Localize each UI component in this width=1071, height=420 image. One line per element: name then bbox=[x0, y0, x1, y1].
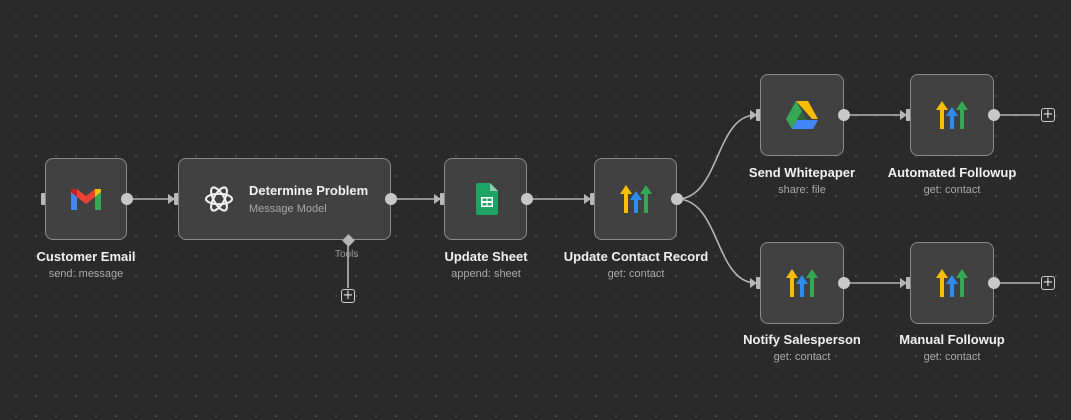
google-drive-icon bbox=[786, 101, 818, 129]
add-node-button[interactable]: + bbox=[1041, 107, 1055, 122]
node-subtitle: get: contact bbox=[607, 268, 665, 280]
node-manual-followup[interactable] bbox=[910, 242, 994, 324]
openai-icon bbox=[204, 186, 234, 212]
input-handle[interactable] bbox=[41, 193, 46, 205]
edge-contact-to-whitepaper bbox=[676, 114, 757, 200]
input-handle[interactable] bbox=[440, 193, 445, 205]
node-customer-email[interactable] bbox=[45, 158, 127, 240]
node-notify-salesperson[interactable] bbox=[760, 242, 844, 324]
output-handle[interactable] bbox=[838, 277, 850, 289]
node-subtitle: append: sheet bbox=[451, 268, 521, 280]
tools-label: Tools bbox=[335, 249, 359, 260]
node-title: Update Contact Record bbox=[563, 249, 709, 264]
input-handle[interactable] bbox=[756, 277, 761, 289]
node-automated-followup[interactable] bbox=[910, 74, 994, 156]
node-determine-problem[interactable]: Determine Problem Message Model bbox=[178, 158, 391, 240]
arrowhead-salesperson bbox=[750, 278, 757, 288]
node-label-notify-salesperson: Notify Salesperson get: contact bbox=[712, 332, 892, 363]
output-handle[interactable] bbox=[988, 109, 1000, 121]
node-title: Manual Followup bbox=[899, 332, 1005, 347]
highlevel-icon bbox=[786, 269, 818, 297]
arrowhead-whitepaper bbox=[750, 110, 757, 120]
add-node-button[interactable]: + bbox=[1041, 275, 1055, 290]
node-title: Customer Email bbox=[36, 249, 136, 264]
output-handle[interactable] bbox=[121, 193, 133, 205]
node-label-update-sheet: Update Sheet append: sheet bbox=[396, 249, 576, 280]
node-title: Determine Problem bbox=[249, 183, 369, 198]
output-handle[interactable] bbox=[988, 277, 1000, 289]
edge-contact-to-salesperson bbox=[676, 198, 757, 284]
node-subtitle: send: message bbox=[48, 268, 124, 280]
gmail-icon bbox=[71, 189, 101, 210]
input-handle[interactable] bbox=[174, 193, 179, 205]
node-label-manual-followup: Manual Followup get: contact bbox=[862, 332, 1042, 363]
node-update-sheet[interactable] bbox=[444, 158, 527, 240]
node-subtitle: get: contact bbox=[773, 351, 831, 363]
arrowhead-manual bbox=[900, 278, 907, 288]
input-handle[interactable] bbox=[590, 193, 595, 205]
input-handle[interactable] bbox=[756, 109, 761, 121]
output-handle[interactable] bbox=[838, 109, 850, 121]
node-label-update-contact-record: Update Contact Record get: contact bbox=[546, 249, 726, 280]
arrowhead-problem bbox=[168, 194, 175, 204]
node-subtitle: share: file bbox=[778, 184, 826, 196]
node-label-customer-email: Customer Email send: message bbox=[0, 249, 176, 280]
node-send-whitepaper[interactable] bbox=[760, 74, 844, 156]
input-handle[interactable] bbox=[906, 109, 911, 121]
output-handle[interactable] bbox=[385, 193, 397, 205]
highlevel-icon bbox=[936, 269, 968, 297]
arrowhead-contact bbox=[584, 194, 591, 204]
arrowhead-automated bbox=[900, 110, 907, 120]
output-handle[interactable] bbox=[521, 193, 533, 205]
input-handle[interactable] bbox=[906, 277, 911, 289]
node-subtitle: get: contact bbox=[923, 351, 981, 363]
highlevel-icon bbox=[619, 185, 652, 213]
add-tool-button[interactable]: + bbox=[341, 288, 355, 303]
node-subtitle: Message Model bbox=[249, 203, 327, 215]
output-handle[interactable] bbox=[671, 193, 683, 205]
node-title: Update Sheet bbox=[444, 249, 528, 264]
arrowhead-sheet bbox=[434, 194, 441, 204]
highlevel-icon bbox=[936, 101, 968, 129]
node-subtitle: get: contact bbox=[923, 184, 981, 196]
node-title: Notify Salesperson bbox=[743, 332, 861, 347]
node-label-send-whitepaper: Send Whitepaper share: file bbox=[712, 165, 892, 196]
node-title: Send Whitepaper bbox=[748, 165, 856, 180]
google-sheets-icon bbox=[475, 183, 498, 215]
node-title: Automated Followup bbox=[887, 165, 1017, 180]
node-label-automated-followup: Automated Followup get: contact bbox=[862, 165, 1042, 196]
node-update-contact-record[interactable] bbox=[594, 158, 677, 240]
